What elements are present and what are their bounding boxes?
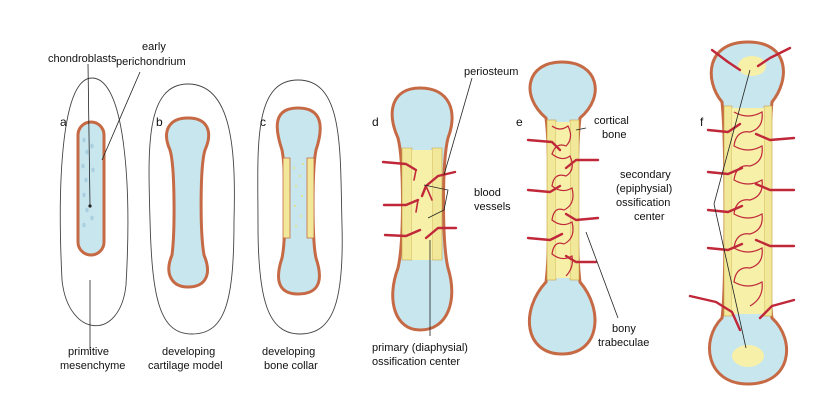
label-chondroblasts: chondroblasts [48,53,117,65]
label-collar-line1: developing [262,346,315,358]
label-bony-line1: bony [612,323,636,335]
label-bony-line2: trabeculae [598,337,649,349]
label-primitive-line1: primitive [68,346,109,358]
label-secondary-line1: secondary [620,169,671,181]
cartilage-a [76,120,106,257]
label-blood-line1: blood [474,187,501,199]
stage-letter-d: d [372,115,379,129]
label-cortical-line1: cortical [594,115,629,127]
stage-letter-f: f [700,115,704,129]
stage-letter-b: b [156,115,163,129]
stage-f-figure [688,40,796,386]
stage-d-figure [381,86,458,332]
secondary-center-bottom-f [732,345,764,367]
label-cortical-line2: bone [602,129,626,141]
label-collar-line2: bone collar [264,360,318,372]
cartilage-model-c [275,106,322,296]
leader-lines [87,63,751,350]
label-cartilage-line2: cartilage model [148,360,223,372]
trabeculae-area-e [556,122,570,278]
calcified-dots-c [293,163,304,227]
stage-c-figure [257,79,343,335]
label-periosteum: periosteum [464,66,518,78]
label-primary-line1: primary (diaphysial) [372,342,468,354]
label-primary-line2: ossification center [372,356,460,368]
marrow-cavity-f [732,108,764,314]
label-primitive-line2: mesenchyme [60,360,125,372]
label-early-line1: early [142,41,166,53]
cartilage-model-b [165,116,211,289]
label-secondary-line2: (epiphysial) [616,183,672,195]
label-secondary-line4: center [634,211,665,223]
bone-collar-right-c [306,157,315,239]
primary-center-d [412,150,432,260]
label-blood-line2: vessels [474,201,511,213]
stage-e-figure [526,60,600,356]
chondroblast-dots-a [81,137,95,228]
mesenchyme-outline-b [148,83,235,335]
stage-a-figure [59,77,129,327]
label-cartilage-line1: developing [162,346,215,358]
stage-letter-a: a [60,115,67,129]
mesenchyme-outline-c [257,79,343,335]
stage-letter-c: c [260,115,266,129]
stage-b-figure [148,83,235,335]
label-secondary-line3: ossification [616,197,670,209]
bone-collar-left-c [282,157,291,239]
mesenchyme-outline-a [59,77,129,327]
stage-letter-e: e [516,115,523,129]
secondary-center-top-f [738,56,766,76]
label-early-line2: perichondrium [116,56,186,68]
